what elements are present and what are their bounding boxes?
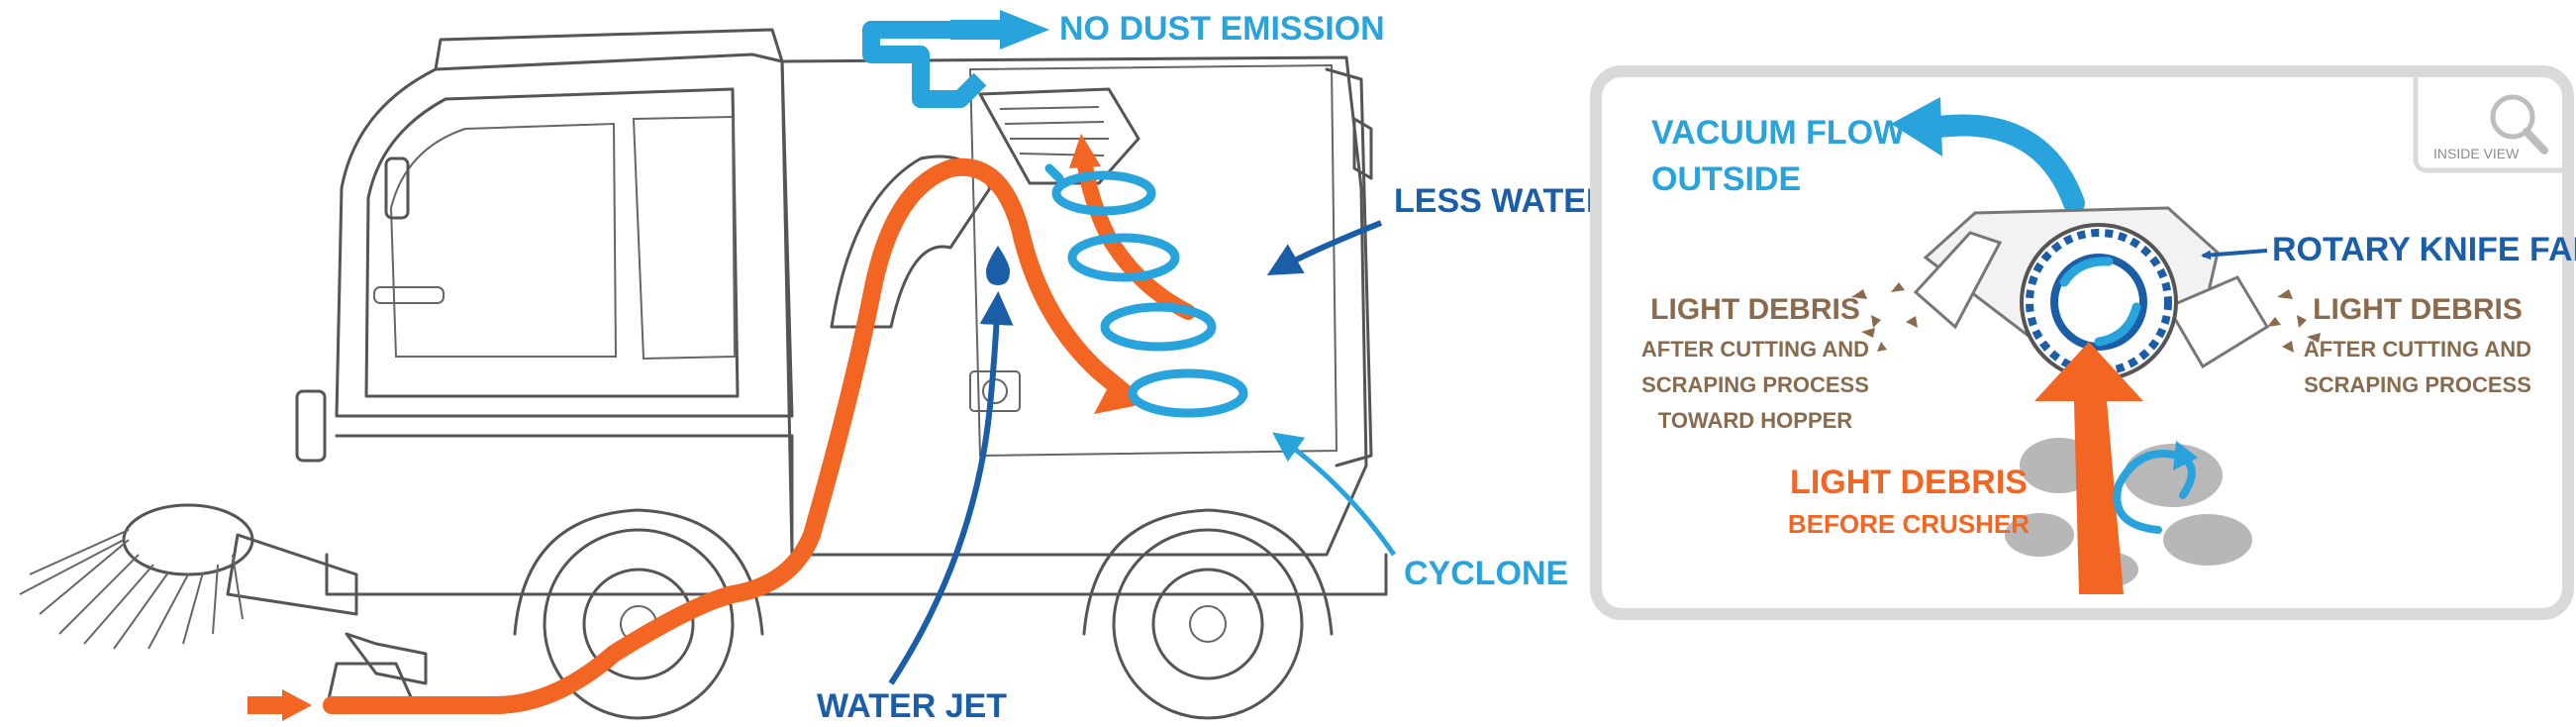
right-debris-sub1: AFTER CUTTING AND (2304, 337, 2531, 362)
clean-air-outlet (862, 10, 1049, 108)
air-flow-path (323, 157, 1138, 714)
label-less-water: LESS WATER (1394, 182, 1611, 220)
rotary-knife-fan-label: ROTARY KNIFE FAN (2272, 231, 2576, 268)
rear-wheel (1082, 508, 1334, 720)
right-debris-title: LIGHT DEBRIS (2313, 293, 2523, 326)
debris-particles-left (1851, 282, 1918, 352)
vacuum-flow-label-line1: VACUUM FLOW (1651, 114, 1906, 152)
water-jet (888, 246, 1014, 685)
water-jet-line (888, 291, 1014, 685)
left-debris-sub3: TOWARD HOPPER (1658, 408, 1853, 433)
cyclone-swirls (1044, 163, 1248, 418)
water-drop-icon (986, 246, 1010, 285)
magnifier-icon (2490, 94, 2548, 155)
less-water-pointer (1266, 220, 1383, 275)
label-water-jet: WATER JET (817, 687, 1007, 725)
label-no-dust-emission: NO DUST EMISSION (1059, 10, 1385, 48)
debris-up-arrow (2034, 342, 2143, 594)
knife-fan-pointer (2201, 249, 2268, 260)
left-debris-sub2: SCRAPING PROCESS (1641, 372, 1869, 397)
vacuum-flow-label-line2: OUTSIDE (1651, 160, 1801, 198)
debris-particles-right (2267, 289, 2321, 353)
label-cyclone: CYCLONE (1404, 555, 1568, 592)
side-brush (19, 503, 254, 650)
inside-view-label: INSIDE VIEW (2433, 146, 2520, 161)
cyclone-pointer (1272, 432, 1397, 557)
crusher-swirl (2113, 450, 2196, 534)
right-debris-sub2: SCRAPING PROCESS (2304, 372, 2531, 397)
bottom-debris-sub: BEFORE CRUSHER (1788, 509, 2030, 539)
bottom-debris-title: LIGHT DEBRIS (1790, 464, 2028, 501)
left-debris-title: LIGHT DEBRIS (1650, 293, 1860, 326)
rotary-knife-fan (1913, 206, 2270, 381)
sweeper-vehicle (19, 28, 1388, 720)
vacuum-flow-arrow (1915, 114, 2085, 214)
left-debris-sub1: AFTER CUTTING AND (1641, 337, 1869, 362)
inside-view-panel: INSIDE VIEW (1590, 65, 2576, 620)
air-flow-arrowhead (1094, 376, 1143, 414)
debris-air-flow (248, 134, 1196, 721)
